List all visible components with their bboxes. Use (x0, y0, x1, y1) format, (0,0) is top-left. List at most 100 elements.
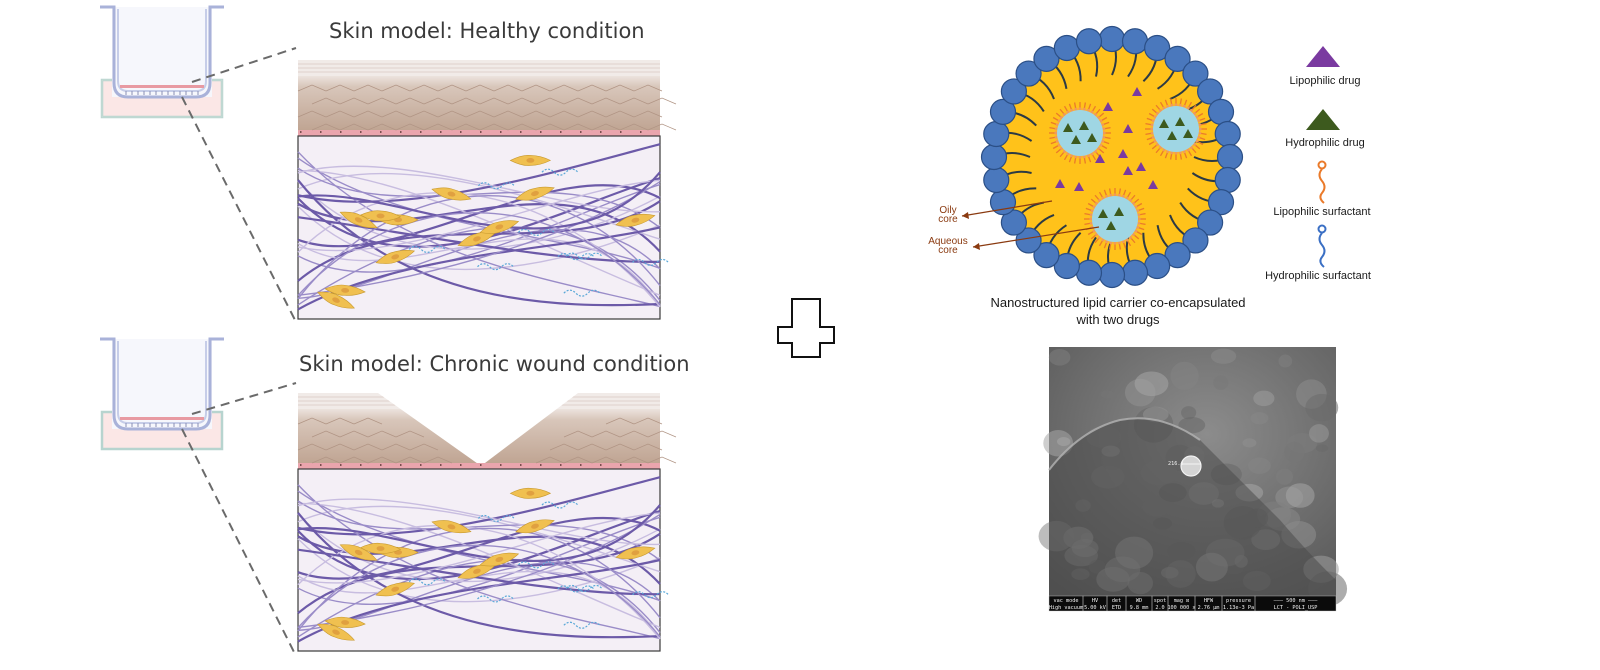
fibroblast (375, 582, 415, 597)
keratinocyte-outline (451, 97, 481, 105)
keratinocyte-outline (423, 97, 453, 105)
collagen-fiber (297, 169, 661, 296)
keratinocyte-outline (297, 443, 327, 451)
keratinocyte-outline (325, 443, 355, 451)
keratinocyte-outline (297, 417, 327, 425)
sem-header-cell: det (1112, 598, 1121, 604)
shell-head (1015, 60, 1042, 87)
basal-dot (460, 131, 462, 133)
fibroblast (431, 520, 472, 534)
healthy-skin-section (297, 60, 677, 320)
shell-head (1182, 60, 1209, 87)
keratinocyte-outline (647, 430, 677, 438)
keratinocyte-outline (451, 123, 481, 131)
keratinocyte-outline (381, 110, 411, 118)
keratinocyte-outline (577, 84, 607, 92)
aqueous-core-label: Aqueous core (928, 226, 1100, 256)
lipophilic-drug (1055, 179, 1065, 188)
shell-head (1098, 261, 1126, 289)
collagen-fiber (297, 143, 661, 203)
keratinocyte-outline (549, 443, 579, 451)
sem-grain (1253, 390, 1275, 407)
keratinocyte-outline (605, 110, 635, 118)
keratinocyte-outline (353, 417, 383, 425)
keratinocyte-outline (535, 97, 565, 105)
basal-dot (300, 464, 302, 466)
sem-value-cell: 9.8 mm (1130, 605, 1149, 611)
hydrophilic-drug (1087, 133, 1097, 142)
sem-grain (1178, 416, 1206, 434)
keratinocyte-outline (535, 456, 565, 464)
lipophilic-drug-icon (1306, 46, 1340, 67)
keratinocyte-outline (549, 110, 579, 118)
sem-value-cell: 5.00 kV (1084, 605, 1106, 611)
hydrophilic-drug (1106, 221, 1116, 230)
basal-dot (500, 464, 502, 466)
shell-head (1053, 34, 1080, 62)
shell-head (1033, 242, 1060, 269)
keratinocyte-outline (633, 417, 663, 425)
sem-grain (1309, 424, 1329, 443)
lipophilic-drug (1132, 87, 1142, 96)
keratinocyte-outline (507, 123, 537, 131)
keratinocyte-outline (409, 84, 439, 92)
sem-nanoparticle (1180, 455, 1202, 477)
keratinocyte-outline (311, 430, 341, 438)
basal-dot (380, 464, 382, 466)
lipophilic-drug (1103, 102, 1113, 111)
lipophilic-drug (1148, 180, 1158, 189)
lipophilic-drug (1136, 162, 1146, 171)
sem-value-cell: 2.76 µm (1198, 605, 1220, 611)
sem-header-cell: vac mode (1054, 598, 1079, 604)
collagen-fiber (297, 151, 661, 308)
shell-head (1000, 78, 1027, 105)
collagen-fiber (297, 167, 661, 229)
keratinocyte-outline (521, 84, 551, 92)
keratinocyte-outline (563, 123, 593, 131)
sem-header-cell: WD (1136, 598, 1142, 604)
basal-dot (420, 464, 422, 466)
sem-measure-label: 216.4 (1168, 461, 1184, 467)
keratinocyte-outline (493, 84, 523, 92)
keratinocyte-outline (395, 430, 425, 438)
sem-grain (1285, 483, 1315, 508)
collagen-fiber (297, 513, 661, 583)
collagen-fiber (297, 490, 661, 602)
basal-dot (480, 131, 482, 133)
shell-head (1216, 143, 1244, 171)
hydrophilic-drug (1114, 207, 1124, 216)
keratinocyte-outline (325, 417, 355, 425)
basal-dot (340, 464, 342, 466)
sem-info-bar (1049, 596, 1336, 611)
keratinocyte-outline (605, 417, 635, 425)
healthy-epidermis (298, 76, 660, 130)
basal-dot (560, 131, 562, 133)
keratinocyte-outline (353, 110, 383, 118)
keratinocyte-outline (437, 110, 467, 118)
sem-grain (1170, 361, 1199, 390)
keratinocyte-outline (353, 443, 383, 451)
basal-dot (400, 464, 402, 466)
basal-dot (520, 464, 522, 466)
keratinocyte-outline (437, 84, 467, 92)
fibroblast (457, 563, 497, 579)
keratinocyte-outline (563, 97, 593, 105)
sem-value-cell: ETD (1112, 605, 1121, 611)
sem-header-cell: mag ⊡ (1174, 598, 1190, 604)
collagen-fiber (297, 171, 661, 230)
legend: Lipophilic drug Hydrophilic drug Lipophi… (1265, 46, 1371, 282)
aqueous-core (1084, 188, 1146, 250)
collagen-fiber (297, 500, 661, 561)
keratinocyte-outline (605, 443, 635, 451)
fibroblast (324, 616, 366, 628)
keratinocyte-outline (633, 84, 663, 92)
svg-text:core: core (938, 214, 958, 225)
legend-hydrophilic-surfactant: Hydrophilic surfactant (1265, 270, 1371, 282)
plus-icon (777, 298, 835, 358)
hydrophilic-drug (1071, 135, 1081, 144)
sem-grain (1275, 468, 1294, 485)
shell-head (1207, 189, 1235, 216)
keratinocyte-outline (493, 110, 523, 118)
